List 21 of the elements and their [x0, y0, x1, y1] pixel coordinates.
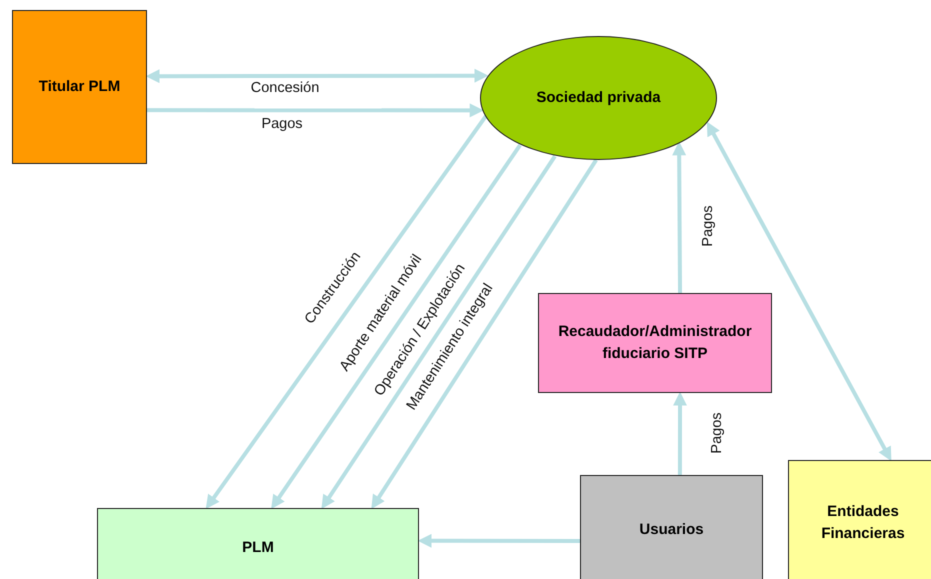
arrow — [321, 155, 557, 510]
process-box — [788, 460, 931, 579]
process-box — [12, 10, 147, 164]
arrow — [706, 122, 892, 462]
arrow — [271, 144, 522, 510]
node-label: Recaudador/Administrador fiduciario SITP — [557, 322, 753, 364]
arrow — [371, 158, 598, 510]
process-box — [580, 475, 763, 579]
arrow — [673, 392, 688, 475]
process-box — [97, 508, 419, 579]
node-label: Sociedad privada — [536, 88, 661, 108]
node-label: PLM — [242, 538, 274, 558]
arrow — [418, 534, 580, 548]
arrow — [206, 114, 488, 510]
node-label: Usuarios — [639, 520, 704, 540]
node-label: Titular PLM — [38, 77, 120, 97]
node-label: Entidades Financieras — [820, 502, 906, 544]
arrow — [147, 103, 484, 118]
arrow — [146, 68, 488, 84]
arrow — [672, 141, 686, 294]
process-box — [538, 293, 772, 393]
